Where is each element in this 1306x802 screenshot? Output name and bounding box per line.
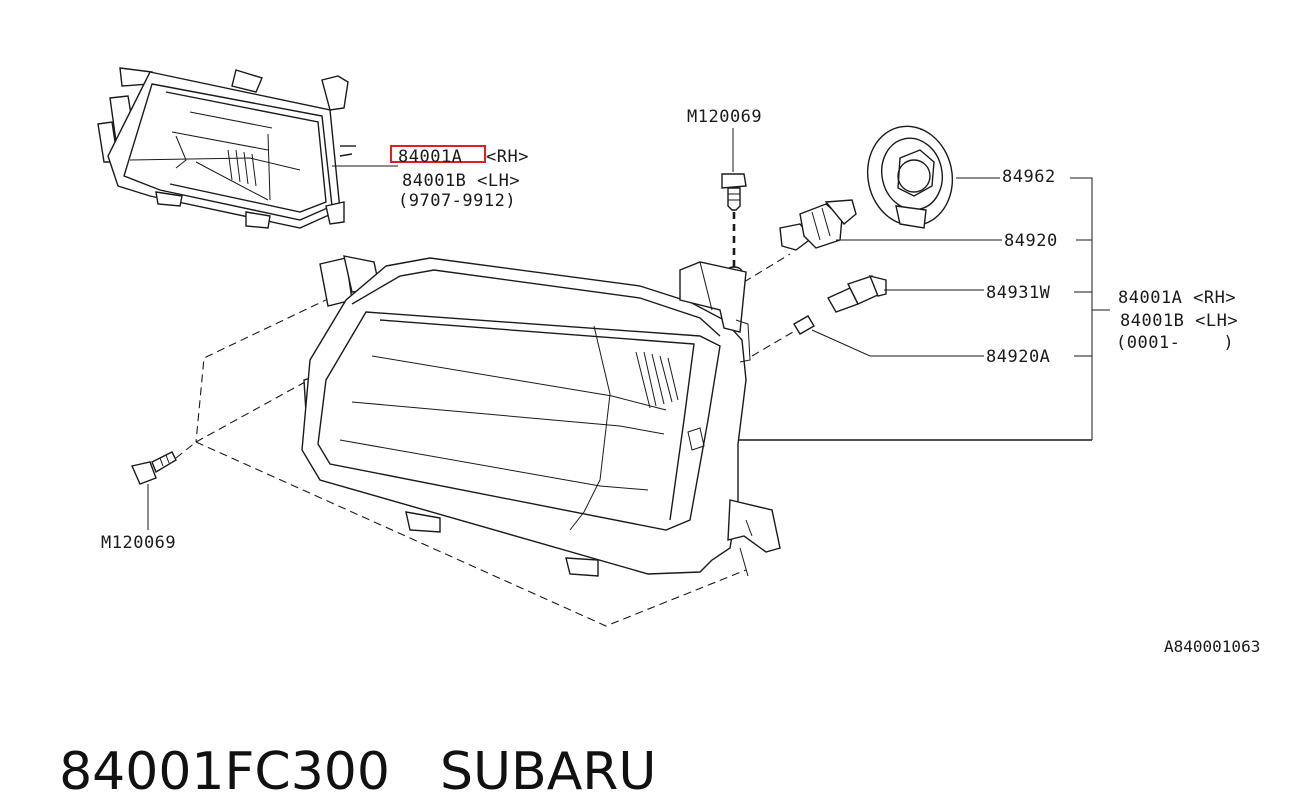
brand-name: SUBARU xyxy=(439,742,657,802)
part-number: 84001FC300 xyxy=(59,742,390,802)
label-assembly-lh[interactable]: 84001B <LH> xyxy=(1120,311,1238,331)
label-84931w[interactable]: 84931W xyxy=(986,283,1051,303)
label-84001a[interactable]: 84001A xyxy=(398,147,462,167)
footer-title: 84001FC300 SUBARU xyxy=(26,682,656,802)
bulb-84920-icon xyxy=(779,199,857,251)
bulb-84931w-icon xyxy=(827,274,887,313)
reference-code: A840001063 xyxy=(1164,637,1260,656)
bolt-left-icon xyxy=(131,451,177,485)
label-84920[interactable]: 84920 xyxy=(1004,231,1058,251)
highlight-box xyxy=(390,145,486,163)
label-84001a-side: <RH> xyxy=(486,147,529,167)
label-84001b-lh[interactable]: 84001B <LH> xyxy=(402,171,520,191)
label-assembly-rh[interactable]: 84001A <RH> xyxy=(1118,288,1236,308)
parts-diagram: 84001A <RH> 84001B <LH> (9707-9912) M120… xyxy=(97,67,1260,656)
assembly-guide-lines xyxy=(175,253,811,627)
label-assembly-dates: (0001- ) xyxy=(1116,333,1234,353)
group-bracket xyxy=(1070,177,1110,440)
label-84920a[interactable]: 84920A xyxy=(986,347,1050,367)
label-date-range-top: (9707-9912) xyxy=(398,191,516,211)
bolt-top-icon xyxy=(721,173,747,211)
socket-84962-icon xyxy=(866,125,954,229)
label-bolt-left[interactable]: M120069 xyxy=(101,533,176,553)
bulb-84920a-icon xyxy=(793,315,815,335)
label-84962[interactable]: 84962 xyxy=(1002,167,1056,187)
label-bolt-top[interactable]: M120069 xyxy=(687,107,762,127)
main-headlamp-illustration xyxy=(301,255,781,577)
small-headlamp-illustration xyxy=(97,67,356,229)
